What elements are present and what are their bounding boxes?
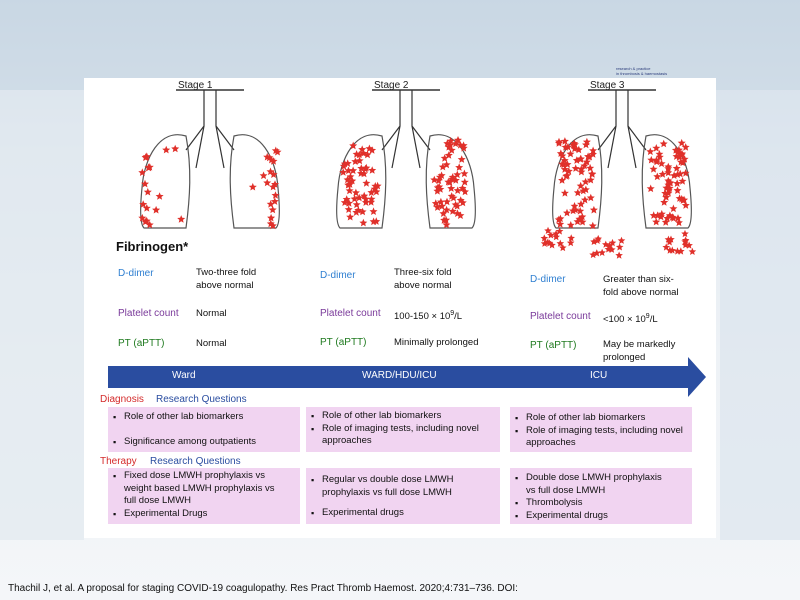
list-item: Role of imaging tests, including novel a…	[311, 423, 500, 448]
lungs-illustration	[138, 89, 697, 259]
therapy-subtitle: Research Questions	[150, 456, 241, 467]
therapy-box-2: Regular vs double dose LMWH prophylaxis …	[306, 468, 500, 524]
stage-1-title: Stage 1	[178, 80, 213, 91]
stage1-pt-value: Normal	[196, 338, 227, 349]
stage-2-title: Stage 2	[374, 80, 409, 91]
stage2-platelet-label: Platelet count	[320, 308, 381, 319]
lung-pair-2	[336, 89, 476, 229]
stage1-platelet-value: Normal	[196, 308, 227, 319]
stage3-platelet-label: Platelet count	[530, 311, 591, 322]
diagnosis-box-2: Role of other lab biomarkers Role of ima…	[306, 407, 500, 452]
list-item: Experimental drugs	[515, 510, 692, 523]
list-item: Double dose LMWH prophylaxis vs full dos…	[515, 472, 692, 497]
care-setting-arrow-head	[688, 357, 706, 397]
list-item: Role of other lab biomarkers	[515, 412, 692, 425]
diagnosis-title: Diagnosis	[100, 394, 144, 405]
list-item: Role of other lab biomarkers	[311, 410, 500, 423]
diagnosis-subtitle: Research Questions	[156, 394, 247, 405]
list-item: Role of other lab biomarkers	[113, 411, 300, 424]
care-setting-arrow	[108, 366, 688, 388]
list-item: Significance among outpatients	[113, 436, 300, 449]
stage1-platelet-label: Platelet count	[118, 308, 179, 319]
list-item: Thrombolysis	[515, 497, 692, 510]
stage3-d-dimer-label: D-dimer	[530, 274, 566, 285]
stage3-d-dimer-value: Greater than six-fold above normal	[603, 274, 679, 298]
diagnosis-box-3: Role of other lab biomarkers Role of ima…	[510, 407, 692, 452]
therapy-box-1: Fixed dose LMWH prophylaxis vs weight ba…	[108, 468, 300, 524]
stage2-platelet-value: 100-150 × 109/L	[394, 310, 463, 323]
list-item: Experimental drugs	[311, 507, 500, 520]
stage2-d-dimer-label: D-dimer	[320, 270, 356, 281]
fibrinogen-label: Fibrinogen*	[116, 239, 189, 254]
therapy-box-3: Double dose LMWH prophylaxis vs full dos…	[510, 468, 692, 524]
stage2-pt-label: PT (aPTT)	[320, 337, 367, 348]
diagnosis-box-1: Role of other lab biomarkers Significanc…	[108, 407, 300, 452]
list-item: Fixed dose LMWH prophylaxis vs weight ba…	[113, 470, 300, 508]
stage3-pt-label: PT (aPTT)	[530, 340, 577, 351]
stage-3-title: Stage 3	[590, 80, 625, 91]
list-item: Experimental Drugs	[113, 508, 300, 521]
lung-pair-3	[540, 89, 697, 259]
arrow-label-icu: ICU	[590, 370, 608, 381]
lung-pair-1	[138, 89, 282, 230]
arrow-label-ward: Ward	[172, 370, 196, 381]
citation: Thachil J, et al. A proposal for staging…	[8, 583, 518, 594]
list-item: Role of imaging tests, including novel a…	[515, 425, 692, 450]
stage1-pt-label: PT (aPTT)	[118, 338, 165, 349]
stage1-d-dimer-label: D-dimer	[118, 268, 154, 279]
list-item: Regular vs double dose LMWH prophylaxis …	[311, 474, 500, 499]
stage3-platelet-value: <100 × 109/L	[603, 313, 658, 326]
stage2-pt-value: Minimally prolonged	[394, 337, 479, 348]
therapy-title: Therapy	[100, 456, 137, 467]
arrow-label-hdu: WARD/HDU/ICU	[362, 370, 437, 381]
